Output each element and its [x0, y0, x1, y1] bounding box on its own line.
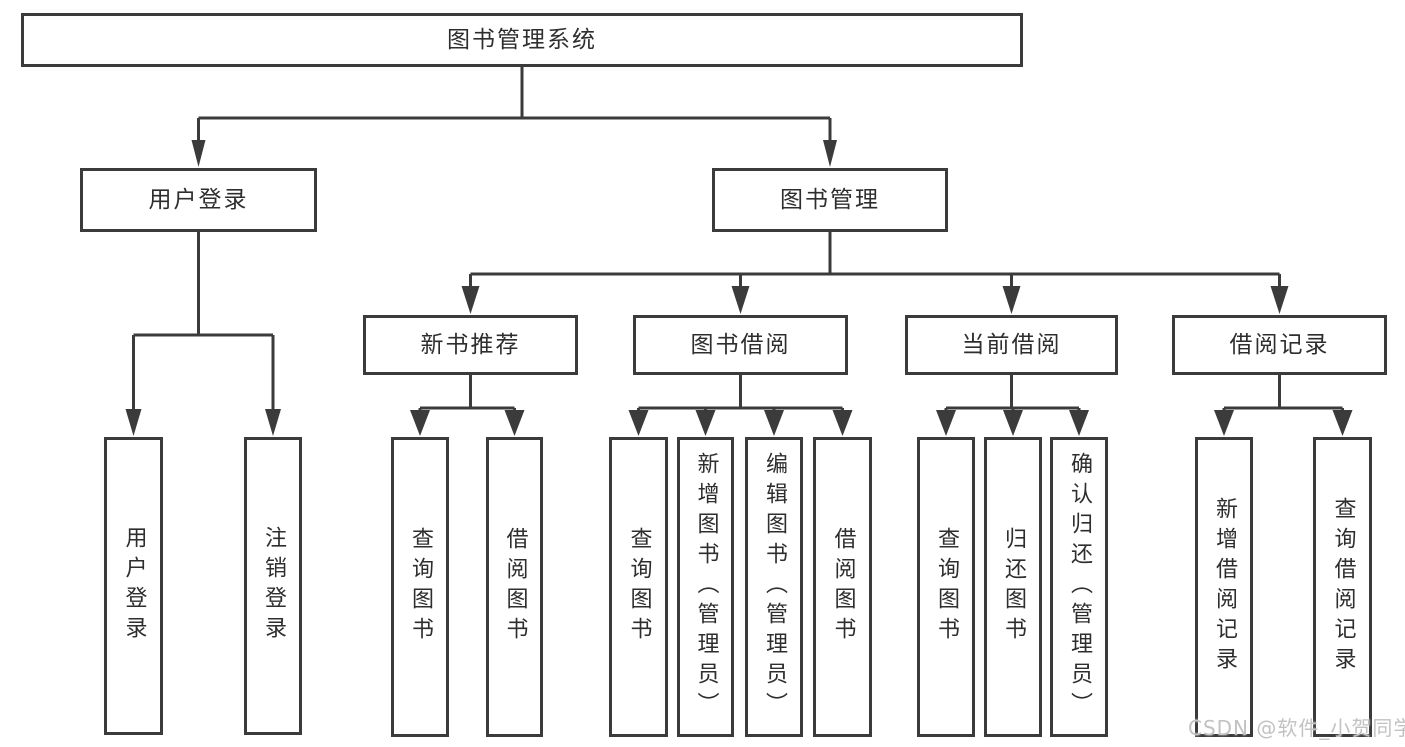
node-book-management: 图书管理 — [712, 168, 948, 232]
node-user-login-label: 用户登录 — [148, 186, 249, 213]
leaf-query-book-borrow-label: 查询图书 — [626, 527, 652, 647]
connector-new_book_rec — [410, 375, 525, 436]
node-root-label: 图书管理系统 — [447, 26, 597, 53]
leaf-confirm-return-admin: 确认归还（管理员） — [1050, 437, 1108, 737]
leaf-query-book-current-label: 查询图书 — [934, 527, 959, 647]
connector-book_borrow — [628, 375, 853, 436]
leaf-logout-label: 注销登录 — [261, 526, 286, 646]
leaf-add-book-admin-label: 新增图书（管理员） — [693, 452, 719, 722]
connector-book_mgmt — [461, 232, 1289, 314]
connector-borrow_records — [1214, 375, 1353, 436]
leaf-add-borrow-record: 新增借阅记录 — [1195, 437, 1253, 737]
leaf-edit-book-admin: 编辑图书（管理员） — [745, 437, 803, 737]
node-borrow-records: 借阅记录 — [1172, 315, 1387, 375]
leaf-return-book-label: 归还图书 — [1001, 527, 1026, 647]
leaf-query-borrow-record: 查询借阅记录 — [1313, 437, 1372, 737]
leaf-user-login-label: 用户登录 — [121, 526, 147, 646]
leaf-add-borrow-record-label: 新增借阅记录 — [1212, 497, 1237, 677]
leaf-edit-book-admin-label: 编辑图书（管理员） — [762, 452, 787, 722]
leaf-confirm-return-admin-label: 确认归还（管理员） — [1067, 452, 1092, 722]
node-current-borrow: 当前借阅 — [905, 315, 1118, 375]
node-current-borrow-label: 当前借阅 — [961, 331, 1062, 358]
leaf-query-book-recommend-label: 查询图书 — [408, 527, 433, 647]
leaf-borrow-book-recommend: 借阅图书 — [486, 437, 543, 737]
node-borrow-records-label: 借阅记录 — [1229, 331, 1330, 358]
leaf-borrow-book-label: 借阅图书 — [830, 527, 856, 647]
node-new-book-recommend-label: 新书推荐 — [420, 331, 521, 358]
leaf-query-borrow-record-label: 查询借阅记录 — [1330, 497, 1356, 677]
node-root: 图书管理系统 — [21, 13, 1023, 67]
connector-current_borrow — [936, 375, 1089, 436]
leaf-add-book-admin: 新增图书（管理员） — [677, 437, 734, 737]
node-book-borrow: 图书借阅 — [633, 315, 848, 375]
leaf-logout: 注销登录 — [244, 437, 302, 735]
node-book-management-label: 图书管理 — [780, 186, 880, 213]
leaf-return-book: 归还图书 — [984, 437, 1042, 737]
connector-root — [191, 67, 837, 167]
node-new-book-recommend: 新书推荐 — [363, 315, 578, 375]
watermark: CSDN @软件_小贺同学 — [1188, 716, 1405, 740]
leaf-borrow-book-recommend-label: 借阅图书 — [502, 527, 528, 647]
connector-user_login — [125, 232, 281, 436]
leaf-user-login: 用户登录 — [104, 437, 163, 735]
leaf-query-book-current: 查询图书 — [917, 437, 975, 737]
leaf-query-book-recommend: 查询图书 — [391, 437, 449, 737]
leaf-borrow-book: 借阅图书 — [813, 437, 872, 737]
node-book-borrow-label: 图书借阅 — [690, 331, 791, 358]
leaf-query-book-borrow: 查询图书 — [609, 437, 668, 737]
node-user-login: 用户登录 — [80, 168, 317, 232]
